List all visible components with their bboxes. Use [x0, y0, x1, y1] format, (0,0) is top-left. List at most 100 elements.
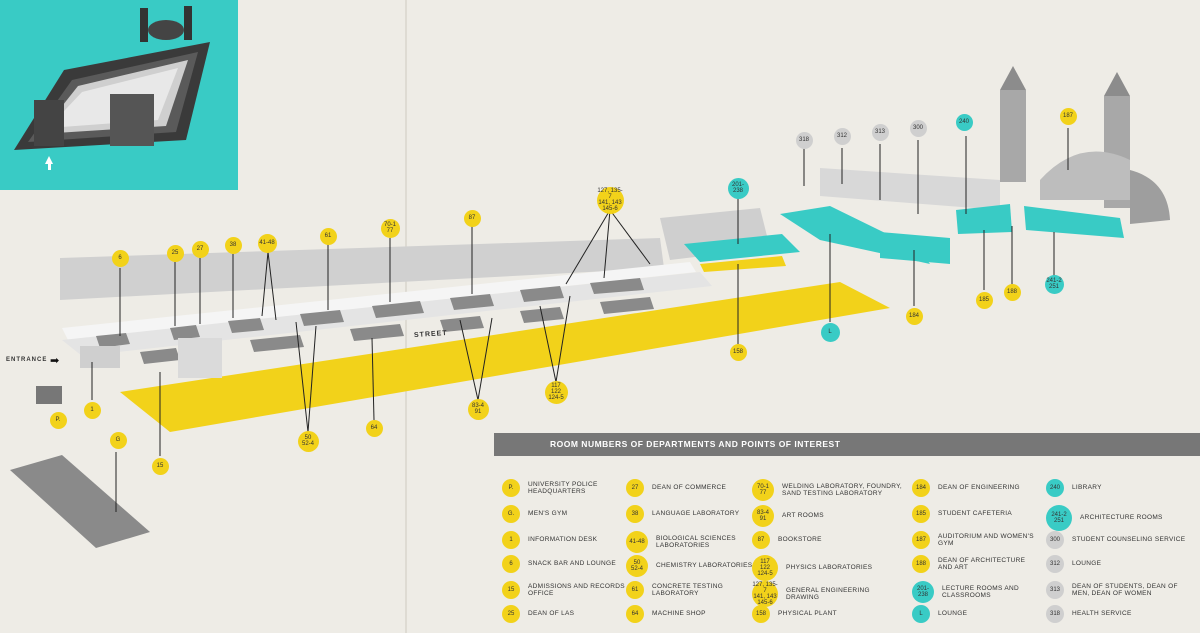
callout-6: 6	[111, 249, 129, 267]
corridor-upper	[62, 262, 696, 340]
inset-photo	[0, 0, 238, 190]
callout-184: 184	[905, 307, 923, 325]
legend-badge: 6	[502, 555, 520, 573]
legend-item: 38Language Laboratory	[626, 505, 739, 523]
legend-item: 201-238Lecture Rooms and Classrooms	[912, 581, 1019, 603]
legend-label: General Engineering Drawing	[786, 586, 870, 602]
callout-312: 312	[833, 127, 851, 145]
legend-label: Architecture Rooms	[1080, 514, 1163, 522]
legend-label: Art Rooms	[782, 512, 824, 520]
callout-701: 70-1 77	[380, 218, 400, 238]
entrance-block	[80, 346, 120, 368]
legend-label: Biological Sciences Laboratories	[656, 534, 736, 550]
legend-item: P.University Police Headquarters	[502, 479, 598, 497]
legend-label: Dean of Students, Dean of Men, Dean of W…	[1072, 582, 1178, 598]
legend-item: 188Dean of Architecture and Art	[912, 555, 1025, 573]
legend-label: Dean of Engineering	[938, 484, 1020, 492]
legend-item: 241-2 251 Architecture Rooms	[1046, 505, 1163, 531]
police-block	[36, 386, 62, 404]
legend-label: Concrete Testing Laboratory	[652, 582, 724, 598]
legend-badge: 312	[1046, 555, 1064, 573]
legend-label: Lecture Rooms and Classrooms	[942, 584, 1019, 600]
legend-label: Welding Laboratory, Foundry, Sand Testin…	[782, 482, 903, 498]
dome	[1040, 151, 1130, 200]
legend-badge: 15	[502, 581, 520, 599]
callout-187: 187	[1059, 107, 1077, 125]
legend-badge: 1	[502, 531, 520, 549]
legend-item: L Lounge	[912, 605, 967, 623]
legend-label: Chemistry Laboratories	[656, 562, 753, 570]
legend-item: 185Student Cafeteria	[912, 505, 1012, 523]
legend-item: 64 Machine Shop	[626, 605, 706, 623]
legend-badge: 240	[1046, 479, 1064, 497]
callout-27: 27	[191, 240, 209, 258]
leader-lines	[91, 128, 1069, 512]
callout-127: 127, 135-7 141, 143 145-6	[596, 186, 624, 214]
callout-201: 201-238	[727, 177, 749, 199]
callout-117: 117 122 124-5	[544, 380, 568, 404]
legend-label: Snack Bar and Lounge	[528, 560, 616, 568]
legend-badge: 64	[626, 605, 644, 623]
callout-4148: 41-48	[257, 233, 277, 253]
left-tower	[1000, 90, 1026, 182]
legend-label: Bookstore	[778, 536, 822, 544]
legend-label: Student Counseling Service	[1072, 536, 1186, 544]
legend-item: 15 Admissions and Records Office	[502, 581, 625, 599]
callout-240: 240	[955, 113, 973, 131]
north-wing	[60, 238, 664, 300]
aerial-building-photo	[14, 6, 210, 170]
legend-badge: 300	[1046, 531, 1064, 549]
callout-g: G	[109, 431, 127, 449]
callout-318: 318	[795, 131, 813, 149]
callout-185: 185	[975, 291, 993, 309]
legend-item: 127, 135-7 141, 143 145-6 General Enginee…	[752, 581, 870, 607]
legend-label: Auditorium and Women's Gym	[938, 532, 1034, 548]
legend-label: Physical Plant	[778, 610, 837, 618]
legend-badge: 50 52-4	[626, 555, 648, 577]
legend-label: Admissions and Records Office	[528, 582, 625, 598]
legend-item: 27Dean of Commerce	[626, 479, 726, 497]
legend-badge: 313	[1046, 581, 1064, 599]
callout-p: P.	[49, 411, 67, 429]
legend-item: 300 Student Counseling Service	[1046, 531, 1185, 549]
legend-item: 1 Information Desk	[502, 531, 597, 549]
legend-label: Dean of Architecture and Art	[938, 556, 1026, 572]
north-arrow-icon	[45, 156, 53, 164]
legend-badge: 127, 135-7 141, 143 145-6	[752, 581, 778, 607]
legend-item: 41-48Biological Sciences Laboratories	[626, 531, 736, 553]
library-area	[956, 204, 1012, 234]
legend-item: G.Men's Gym	[502, 505, 567, 523]
legend-item: 61Concrete Testing Laboratory	[626, 581, 723, 599]
legend-item: 240 Library	[1046, 479, 1102, 497]
room-blocks	[96, 278, 654, 364]
legend-item: 158Physical Plant	[752, 605, 837, 623]
legend-item: 6 Snack Bar and Lounge	[502, 555, 616, 573]
callout-834: 83-4 91	[467, 398, 489, 420]
callout-87: 87	[463, 209, 481, 227]
callout-300: 300	[909, 119, 927, 137]
legend-badge: L	[912, 605, 930, 623]
lecture-rooms-area	[684, 234, 800, 262]
legend-label: Information Desk	[528, 536, 598, 544]
legend-badge: 27	[626, 479, 644, 497]
street-band	[120, 282, 890, 432]
legend-label: Library	[1072, 484, 1102, 492]
legend-label: Men's Gym	[528, 510, 568, 518]
legend-label: Lounge	[938, 610, 968, 618]
legend-label: Machine Shop	[652, 610, 706, 618]
legend-badge: 187	[912, 531, 930, 549]
callout-313: 313	[871, 123, 889, 141]
legend-badge: 184	[912, 479, 930, 497]
legend-item: 50 52-4 Chemistry Laboratories	[626, 555, 752, 577]
legend-badge: 241-2 251	[1046, 505, 1072, 531]
legend-label: Dean of LAS	[528, 610, 575, 618]
legend-badge: 25	[502, 605, 520, 623]
legend-item: 83-4 91Art Rooms	[752, 505, 824, 527]
legend-badge: 87	[752, 531, 770, 549]
legend-item: 184 Dean of Engineering	[912, 479, 1020, 497]
legend-item: 313 Dean of Students, Dean of Men, Dean o…	[1046, 581, 1178, 599]
legend-item: 25 Dean of LAS	[502, 605, 574, 623]
callout-2412: 241-2 251	[1044, 274, 1064, 294]
